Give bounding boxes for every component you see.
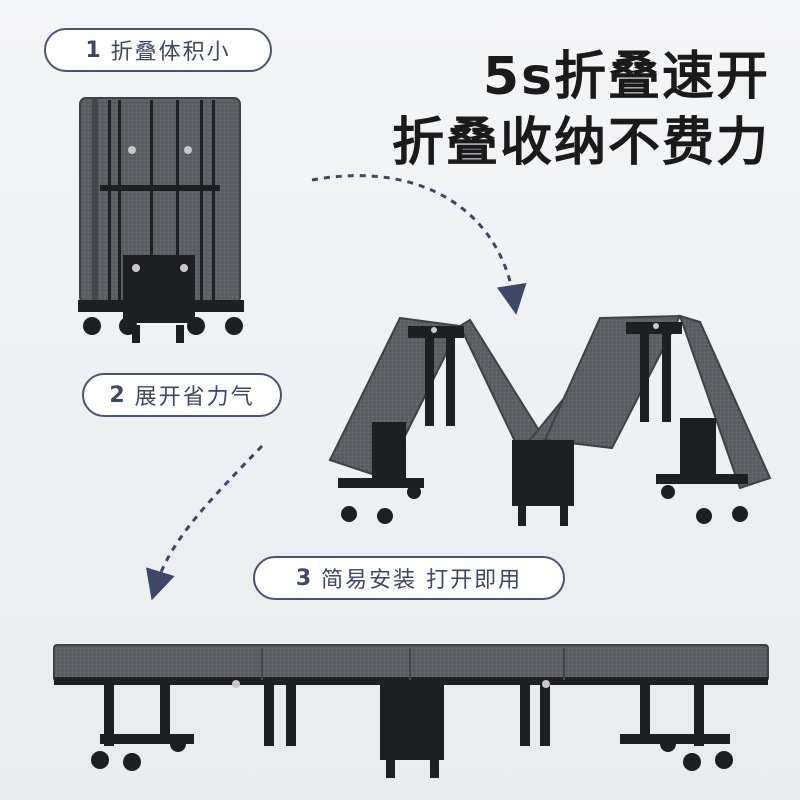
step-2-label: 2 展开省力气 xyxy=(82,373,282,417)
step-1-label: 1 折叠体积小 xyxy=(44,28,272,72)
flat-bed xyxy=(53,644,769,778)
arrow-2-icon xyxy=(146,444,264,601)
step-3-number: 3 xyxy=(295,565,314,591)
headline-line-2: 折叠收纳不费力 xyxy=(391,113,770,173)
step-1-number: 1 xyxy=(85,37,103,63)
step-3-label: 3 简易安装 打开即用 xyxy=(253,556,565,600)
step-3-text: 简易安装 打开即用 xyxy=(321,568,523,593)
headline-line-1: 5s折叠速开 xyxy=(482,47,770,107)
step-2-number: 2 xyxy=(109,382,127,408)
step-2-text: 展开省力气 xyxy=(134,385,255,410)
step-1-text: 折叠体积小 xyxy=(110,40,231,65)
arrow-1-icon xyxy=(311,174,527,315)
folded-bed xyxy=(78,97,244,343)
unfolding-bed xyxy=(328,314,772,526)
